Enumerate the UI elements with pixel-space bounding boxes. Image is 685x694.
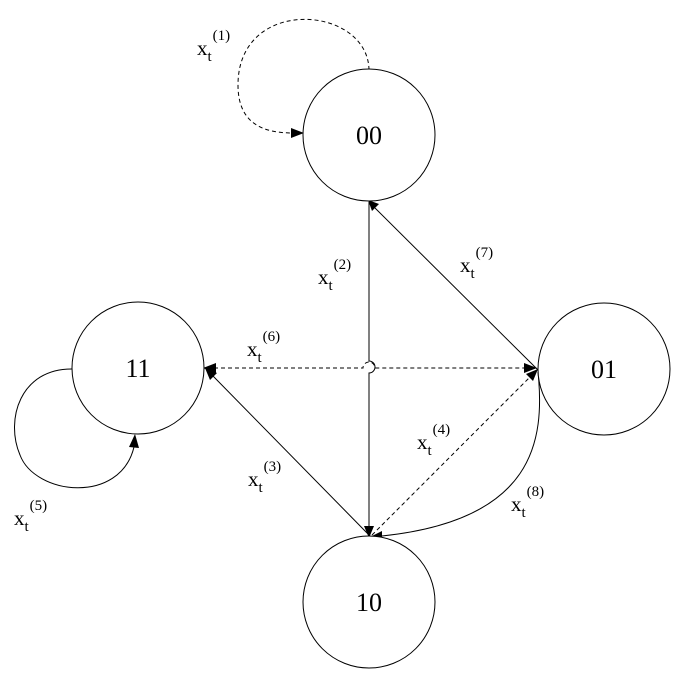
edge-e6-arrowhead-right xyxy=(524,363,537,373)
edge-label-e7-sup: (7) xyxy=(476,245,494,261)
edge-label-e1-base: x xyxy=(197,36,208,60)
edge-label-e8-base: x xyxy=(511,492,522,516)
edge-e7-arrowhead xyxy=(368,200,379,211)
state-node-00: 00 xyxy=(302,68,436,202)
state-label-10: 10 xyxy=(356,588,382,617)
edge-label-e6-sub: t xyxy=(258,350,263,366)
edge-label-e5-sub: t xyxy=(25,519,30,535)
edge-e6-arrowhead-left xyxy=(203,363,216,373)
edge-e3-arrowhead xyxy=(205,368,217,380)
edge-label-e4-base: x xyxy=(417,430,428,454)
edge-label-e8-sub: t xyxy=(522,505,527,521)
state-label-01: 01 xyxy=(591,355,617,384)
edge-e1-arrowhead xyxy=(291,128,304,138)
edge-label-e4: xt(4) xyxy=(417,422,450,459)
edge-label-e3-sub: t xyxy=(259,480,264,496)
edge-label-e2-sup: (2) xyxy=(334,257,352,273)
state-label-11: 11 xyxy=(125,354,150,383)
edge-label-e5-sup: (5) xyxy=(30,498,48,514)
state-node-10: 10 xyxy=(302,535,436,669)
edge-label-e6: xt(6) xyxy=(247,329,280,366)
edge-label-e1: xt(1) xyxy=(197,28,230,65)
edge-label-e5: xt(5) xyxy=(14,498,47,535)
edge-e6 xyxy=(214,361,524,369)
edge-label-e3: xt(3) xyxy=(248,459,281,496)
edge-label-e2: xt(2) xyxy=(318,257,351,294)
edge-label-e8: xt(8) xyxy=(511,484,544,521)
edge-e3 xyxy=(212,375,370,536)
state-node-11: 11 xyxy=(71,301,205,435)
state-node-01: 01 xyxy=(537,302,671,436)
edge-e8 xyxy=(381,371,541,537)
edge-label-e7-sub: t xyxy=(471,266,476,282)
edge-e5-arrowhead xyxy=(129,434,139,448)
edge-label-e6-sup: (6) xyxy=(263,329,281,345)
edge-label-e3-sup: (3) xyxy=(264,459,282,475)
edge-e2 xyxy=(368,202,376,526)
edge-label-e5-base: x xyxy=(14,506,25,530)
edge-e4-arrowhead xyxy=(526,369,538,381)
edge-label-e7: xt(7) xyxy=(460,245,493,282)
edge-e4 xyxy=(371,376,531,536)
edge-e5 xyxy=(14,368,135,489)
edge-label-e2-base: x xyxy=(318,265,329,289)
edge-e2-arrowhead xyxy=(364,526,374,538)
edge-label-e3-base: x xyxy=(248,467,259,491)
edge-label-e6-base: x xyxy=(247,337,258,361)
edge-label-e2-sub: t xyxy=(329,278,334,294)
edge-label-e7-base: x xyxy=(460,253,471,277)
edge-e7 xyxy=(374,207,539,371)
edge-label-e4-sub: t xyxy=(428,443,433,459)
edge-e1 xyxy=(237,18,370,134)
edge-label-e1-sup: (1) xyxy=(213,28,231,44)
edge-label-e1-sub: t xyxy=(208,49,213,65)
edge-label-e4-sup: (4) xyxy=(433,422,451,438)
state-label-00: 00 xyxy=(356,121,382,150)
edge-label-e8-sup: (8) xyxy=(527,484,545,500)
